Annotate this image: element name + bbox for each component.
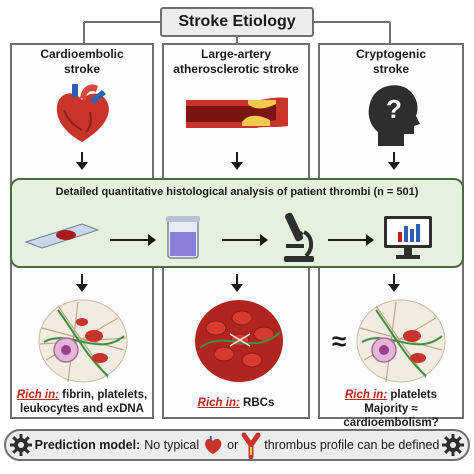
- question-mark-text: ?: [386, 94, 402, 124]
- gear-icon-right: [442, 434, 464, 456]
- prediction-box: Prediction model: No typical or thrombus…: [4, 429, 470, 461]
- prediction-text-or: or: [227, 438, 239, 452]
- heart-icon: [56, 84, 109, 142]
- rich-in-large-artery: Rich in: RBCs: [197, 397, 275, 409]
- microscope-icon: [284, 212, 314, 262]
- computer-monitor-icon: [384, 216, 432, 259]
- head-question-icon: ?: [368, 85, 420, 146]
- small-heart-icon: [205, 435, 222, 455]
- approx-symbol: ≈: [332, 326, 347, 356]
- thrombus-rbc-icon: [195, 300, 283, 382]
- small-artery-icon: [241, 432, 261, 460]
- thrombus-fibrin-icon: [38, 299, 128, 383]
- stain-container-icon: [166, 216, 200, 259]
- thrombus-cryptogenic-icon: [356, 299, 446, 383]
- diagram-title: Stroke Etiology: [160, 7, 314, 37]
- prediction-label: Prediction model:: [34, 438, 141, 452]
- gear-icon: [10, 434, 32, 456]
- prediction-text-after: thrombus profile can be defined: [264, 438, 440, 452]
- prediction-text-before: No typical: [144, 438, 200, 452]
- rich-in-cardioembolic: Rich in: fibrin, platelets, leukocytes a…: [16, 389, 148, 415]
- analysis-title: Detailed quantitative histological analy…: [55, 186, 419, 198]
- microscope-slide-icon: [24, 223, 100, 249]
- rich-in-cryptogenic: Rich in: platelets Majority ≈ cardioembo…: [343, 389, 439, 429]
- artery-plaque-icon: [186, 97, 288, 128]
